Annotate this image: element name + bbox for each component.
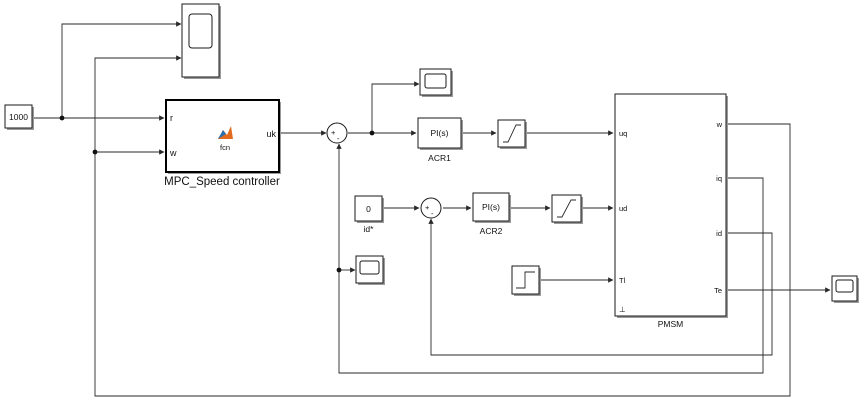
mpc-block-label: MPC_Speed controller: [164, 176, 280, 188]
pmsm-output-id: id: [716, 229, 722, 238]
sum1-block[interactable]: + -: [326, 122, 348, 144]
constant-id-label: id*: [364, 224, 375, 234]
saturation1-block[interactable]: [497, 119, 527, 149]
scope-speed-error-block[interactable]: [355, 255, 385, 285]
mpc-speed-controller-block[interactable]: r w uk fcn: [165, 99, 281, 174]
step-icon: [516, 271, 535, 289]
acr2-label: ACR2: [480, 226, 503, 236]
acr1-pi-block[interactable]: PI(s): [417, 117, 463, 150]
acr1-label: ACR1: [428, 153, 451, 163]
branch-points: [59, 115, 375, 273]
acr1-transfer-text: PI(s): [431, 128, 449, 138]
pmsm-port-marker: ⊥: [619, 305, 626, 314]
constant-1000-value: 1000: [9, 112, 28, 122]
sum1-plus: +: [331, 128, 336, 137]
scope-icon: [188, 13, 213, 49]
pmsm-block[interactable]: uq ud Tl w iq id Te ⊥: [614, 93, 728, 318]
acr2-pi-block[interactable]: PI(s): [472, 192, 511, 223]
sum2-block[interactable]: + -: [420, 197, 442, 219]
scope-icon: [424, 73, 447, 89]
acr2-transfer-text: PI(s): [482, 202, 500, 212]
scope-iq-ref-block[interactable]: [419, 68, 453, 97]
scope-icon: [835, 279, 854, 293]
constant-id-ref-block[interactable]: 0: [354, 195, 384, 223]
scope-speed-block[interactable]: [181, 3, 221, 79]
scope-icon: [359, 260, 380, 275]
mpc-input-w: w: [169, 148, 177, 158]
sum2-minus: -: [431, 209, 434, 218]
pmsm-input-ud: ud: [619, 204, 627, 213]
signal-wires: [33, 21, 831, 397]
constant-id-value: 0: [366, 204, 371, 214]
load-torque-step-block[interactable]: [511, 265, 541, 296]
scope-torque-block[interactable]: [831, 275, 859, 303]
constant-1000-block[interactable]: 1000: [4, 104, 34, 130]
pmsm-label: PMSM: [658, 319, 684, 329]
pmsm-output-iq: iq: [716, 174, 722, 183]
sum2-plus: +: [425, 203, 430, 212]
pmsm-output-w: w: [716, 120, 723, 129]
sum1-minus: -: [337, 134, 340, 143]
pmsm-output-te: Te: [714, 286, 722, 295]
mpc-function-name: fcn: [220, 143, 230, 152]
pmsm-input-tl: Tl: [619, 276, 626, 285]
mpc-output-uk: uk: [266, 129, 276, 139]
saturation2-block[interactable]: [551, 194, 583, 224]
matlab-function-icon: [218, 126, 233, 139]
saturation-icon: [503, 124, 521, 143]
pmsm-input-uq: uq: [619, 129, 627, 138]
saturation-icon: [557, 199, 576, 218]
mpc-input-r: r: [170, 113, 173, 123]
